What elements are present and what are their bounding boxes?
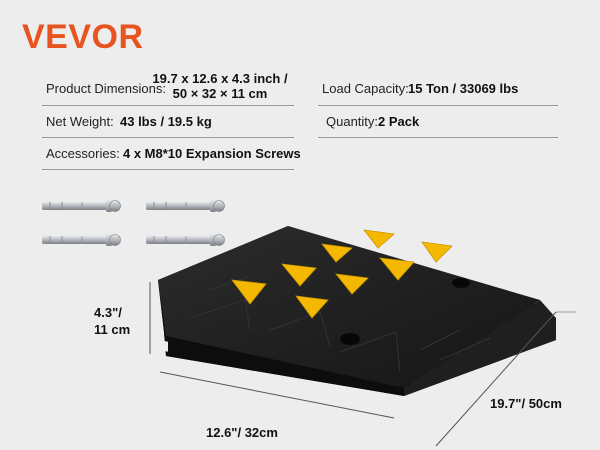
expansion-screw-icon bbox=[145, 199, 225, 213]
brand-name: VEVOR bbox=[22, 18, 144, 56]
net-weight-value: 43 lbs / 19.5 kg bbox=[120, 114, 212, 129]
divider bbox=[318, 105, 558, 106]
product-dimensions-value-line2: 50 × 32 × 11 cm bbox=[172, 86, 268, 101]
product-dimensions-label: Product Dimensions: bbox=[46, 81, 166, 96]
height-dimension-label-line1: 4.3"/ bbox=[94, 305, 122, 320]
brand-logo: VEVOR bbox=[22, 18, 144, 57]
net-weight-label: Net Weight: bbox=[46, 114, 114, 129]
height-dimension-label-line2: 11 cm bbox=[94, 322, 131, 337]
accessories-value: 4 x M8*10 Expansion Screws bbox=[123, 146, 301, 161]
speed-bump-ramp-image bbox=[138, 226, 556, 396]
quantity-value: 2 Pack bbox=[378, 114, 420, 129]
accessories-label: Accessories: bbox=[46, 146, 120, 161]
divider bbox=[318, 137, 558, 138]
load-capacity-value: 15 Ton / 33069 lbs bbox=[408, 81, 519, 96]
expansion-screw-icon bbox=[41, 199, 121, 213]
expansion-screw-icon bbox=[145, 233, 225, 247]
length-dimension-label: 19.7"/ 50cm bbox=[490, 396, 562, 411]
divider bbox=[42, 105, 294, 106]
expansion-screw-icon bbox=[41, 233, 121, 247]
product-dimensions-value-line1: 19.7 x 12.6 x 4.3 inch / bbox=[152, 71, 288, 86]
width-dimension-label: 12.6"/ 32cm bbox=[206, 425, 278, 440]
dimension-lines bbox=[149, 282, 576, 447]
load-capacity-label: Load Capacity: bbox=[322, 81, 409, 96]
divider bbox=[42, 137, 294, 138]
divider bbox=[42, 169, 294, 170]
quantity-label: Quantity: bbox=[326, 114, 379, 129]
